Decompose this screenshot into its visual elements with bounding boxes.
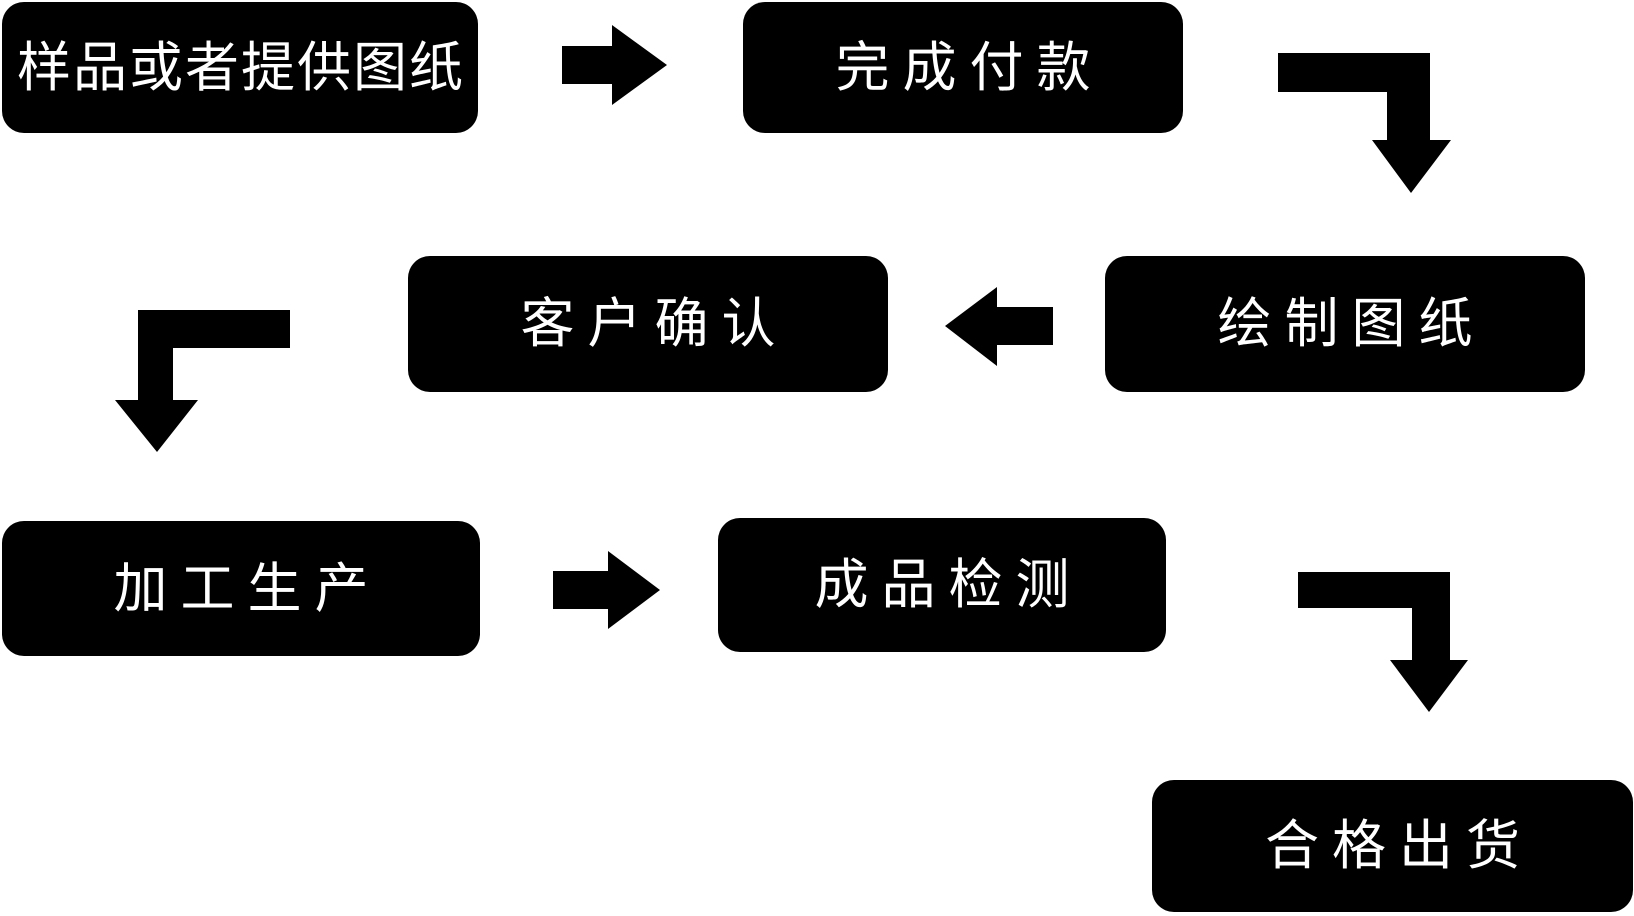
node-finished-product-inspection: 成品检测: [718, 518, 1166, 652]
node-label: 客户确认: [520, 292, 789, 355]
arrow-right-icon: [562, 25, 667, 105]
node-label: 绘制图纸: [1217, 292, 1486, 355]
node-processing-production: 加工生产: [2, 521, 480, 656]
arrow-elbow-down-icon: [115, 310, 290, 452]
node-label: 样品或者提供图纸: [17, 35, 465, 99]
arrow-elbow-down-icon: [1298, 572, 1468, 712]
node-complete-payment: 完成付款: [743, 2, 1183, 133]
node-label: 加工生产: [113, 556, 382, 620]
node-draw-drawings: 绘制图纸: [1105, 256, 1585, 392]
node-qualified-shipment: 合格出货: [1152, 780, 1633, 912]
node-label: 合格出货: [1265, 814, 1533, 877]
node-customer-confirmation: 客户确认: [408, 256, 888, 392]
node-label: 完成付款: [835, 35, 1104, 99]
node-label: 成品检测: [814, 553, 1083, 616]
node-sample-or-provide-drawings: 样品或者提供图纸: [2, 2, 478, 133]
arrow-left-icon: [945, 287, 1053, 366]
arrow-elbow-down-icon: [1278, 53, 1451, 193]
arrow-right-icon: [553, 551, 660, 629]
